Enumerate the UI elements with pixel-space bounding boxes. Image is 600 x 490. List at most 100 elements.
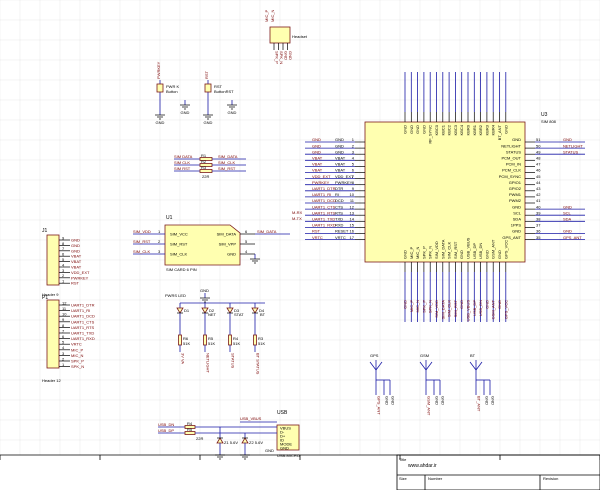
- antenna-gnd-label: GND: [435, 396, 440, 405]
- u1-right-pin-name: SIM_DATA: [217, 232, 237, 237]
- j1-pin-number: 5: [62, 257, 65, 262]
- antenna-name: BT: [470, 353, 476, 358]
- u3-right-pin-number: 43: [536, 186, 541, 191]
- u3-bottom-net: GPS_VCC: [503, 300, 508, 319]
- u3-bottom-net: GND: [403, 300, 408, 309]
- u1-right-pin-name: SIM_VPP: [219, 242, 237, 247]
- u1-body: [164, 224, 241, 266]
- u1-right-pin-number: 5: [245, 239, 248, 244]
- u3-right-pin-number: 35: [536, 235, 541, 240]
- p1-net: UART1_TXD: [71, 331, 94, 336]
- p1-pin-number: 10: [62, 312, 67, 317]
- u3-bottom-net: MIC_P: [409, 300, 414, 313]
- u3-left-net: PWRKEY: [312, 180, 330, 185]
- u3-left-pin-name: RI: [335, 192, 339, 197]
- u3-right-pin-number: 51: [536, 137, 541, 142]
- u3-left-pin-name: GND: [335, 149, 344, 154]
- u3-left-pin-name: VBAT: [335, 156, 346, 161]
- u3-left-net: UART1_TXD: [312, 217, 335, 222]
- u3-top-pin-name: GND: [421, 125, 426, 134]
- u3-left-pin-number: 7: [352, 174, 355, 179]
- j1-net: GND: [71, 248, 80, 253]
- u3-left-pin-name: RTS: [335, 210, 343, 215]
- led-net: NETLIGHT: [206, 353, 211, 373]
- j1-pin-number: 6: [62, 252, 65, 257]
- u3-top-pin-name: KBR4: [491, 124, 496, 135]
- pwrkey-net: PWRKEY: [156, 61, 161, 79]
- u3-left-net: GND: [312, 143, 321, 148]
- u3-top-pin-name: GND: [503, 125, 508, 134]
- pwrkey-gnd-label: GND: [156, 120, 165, 125]
- j1-pin-number: 9: [62, 235, 65, 240]
- led-designator: D3: [234, 308, 240, 313]
- led-designator: D1: [184, 308, 190, 313]
- antenna-arm-r: [475, 361, 483, 371]
- p1-designator: P1: [42, 295, 48, 301]
- u3-bottom-net: SPK_P: [421, 300, 426, 313]
- usb-left-net: USB_DN: [158, 422, 174, 427]
- u3-right-pin-number: 48: [536, 156, 541, 161]
- led-res-value: 51K: [208, 341, 215, 346]
- u3-right-pin-name: GPS_ANT: [502, 235, 521, 240]
- u3-bottom-net: SIM_DATA: [440, 300, 445, 320]
- u3-bottom-net: SIM_VDD: [434, 300, 439, 318]
- led-diode: [201, 307, 209, 314]
- usb-top-net: USB_VBUS: [240, 416, 262, 421]
- j1-designator: J1: [42, 228, 48, 234]
- p1-net: UART1_RXD: [71, 336, 95, 341]
- u3-right-net: SCL: [563, 210, 572, 215]
- u3-bottom-net: GND: [484, 300, 489, 309]
- usb-left-net: USB_DP: [158, 428, 174, 433]
- led-res-value: 51K: [233, 341, 240, 346]
- u3-right-pin-name: GND: [512, 229, 521, 234]
- u3-bottom-pin-name: SIM_DATA: [440, 239, 445, 259]
- u3-left-net: UART1_DTR: [312, 186, 336, 191]
- rst-sub: ButtonRST: [214, 89, 234, 94]
- u3-left-pin-name: VBAT: [335, 168, 346, 173]
- u3-bottom-net: SPK_N: [428, 300, 433, 313]
- u3-right-net: GPS_ANT: [563, 235, 582, 240]
- led-res-value: 51K: [183, 341, 190, 346]
- j1-net: VBAT: [71, 259, 82, 264]
- sim-res-left-net: SIM CLK: [174, 160, 190, 165]
- j1-pin-number: 3: [62, 268, 65, 273]
- led-res-designator: R6: [183, 336, 189, 341]
- u3-top-pin-name: BT_ANT: [497, 124, 502, 140]
- antenna-gnd-label: GND: [385, 396, 390, 405]
- u3-left-pin-number: 15: [350, 223, 355, 228]
- rst-gnd-label: GND: [204, 120, 213, 125]
- headset-pin-net: SPK_P: [275, 51, 280, 64]
- u3-right-pin-number: 36: [536, 229, 541, 234]
- p1-pin-number: 1: [62, 362, 65, 367]
- led-diode: [226, 307, 234, 314]
- j1-pin-number: 4: [62, 262, 65, 267]
- u3-top-pin-name: KBR3: [484, 124, 489, 135]
- usb-pin-name: MODE: [280, 442, 292, 447]
- p1-pin-number: 12: [62, 300, 67, 305]
- usb-pin-name: D-: [280, 430, 285, 435]
- u3-bottom-pin-name: GND: [459, 250, 464, 259]
- led-res-value: 51K: [258, 341, 265, 346]
- u3-top-pin-name: GND: [415, 125, 420, 134]
- u3-bottom-net: GSM_ANT: [491, 299, 496, 319]
- antenna-net: BT_ANT: [477, 396, 482, 412]
- led-signal-label: NET: [208, 312, 217, 317]
- u3-top-pin-name: KBC0: [434, 124, 439, 135]
- p1-pin-number: 9: [62, 317, 65, 322]
- led-res-designator: R5: [208, 336, 214, 341]
- u3-right-pin-number: 38: [536, 217, 541, 222]
- usb-part: USB-MICRO: [277, 453, 300, 458]
- u3-right-pin-name: 1PPS: [511, 223, 522, 228]
- u3-right-pin-name: NETLIGHT: [501, 143, 521, 148]
- u3-right-pin-name: SCL: [513, 210, 522, 215]
- u3-left-net: GND: [312, 149, 321, 154]
- pwrkey-label: PWR K: [166, 84, 179, 89]
- j1-net: VDD_EXT: [71, 270, 90, 275]
- title-block-frame: [396, 454, 600, 490]
- usb-pin-name: VBUS: [280, 426, 291, 431]
- p1-pin-number: 7: [62, 328, 65, 333]
- led-res-designator: R3: [258, 336, 264, 341]
- u3-left-pin-number: 17: [350, 235, 355, 240]
- led-resistor: [203, 334, 207, 346]
- usb-pin-name: D+: [280, 434, 286, 439]
